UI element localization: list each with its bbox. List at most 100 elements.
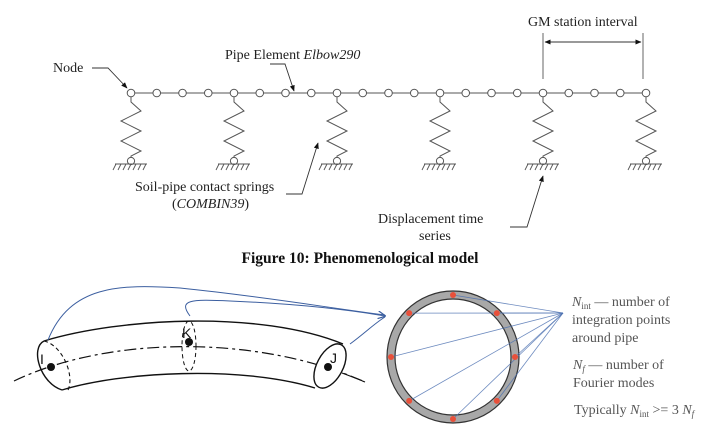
ground-hatch [426,163,431,171]
integration-point [450,292,456,298]
pipe-element-label: Pipe Element Elbow290 [225,48,360,63]
ground-hatch [112,163,117,171]
ground-hatch [132,163,137,171]
integration-point [493,397,500,404]
integration-point [512,354,518,360]
ground-hatch [127,163,132,171]
nf-legend-line1: Nf — number of [572,358,664,374]
nint-legend-line3: around pipe [572,331,638,346]
displacement-label-line1: Displacement time [378,212,483,227]
ground-hatch [529,163,534,171]
pipe-node [152,88,162,98]
pipe-node [306,88,316,98]
pipe-node [538,88,548,98]
integration-point [388,354,394,360]
pipe-node [384,88,393,98]
pipe-node [615,88,625,98]
pipe-node [332,88,342,98]
ground-hatch [318,163,323,171]
tube-top-edge [43,320,344,345]
integration-leader-line [496,312,564,402]
integration-points [388,292,564,422]
integration-point [406,397,413,404]
spring [119,97,143,160]
node-label: Node [53,61,83,76]
ground-hatch [632,163,637,171]
ground-hatch [451,163,456,171]
pipe-node [435,88,445,98]
spring [531,97,555,160]
tube-end-left-back [43,340,71,391]
pipe-node [564,88,574,98]
pipe-nodes [126,88,651,98]
integration-point [406,310,413,317]
pipe-node [512,88,522,98]
node-k-label: K [182,325,192,341]
ground-hatch [544,163,549,171]
springs-label-line2: (COMBIN39) [172,197,249,212]
pipe-node [178,88,187,98]
spring [325,97,349,160]
pipe-node [203,88,213,98]
pipe-node [358,88,368,98]
pipe-outer-edge [386,290,520,424]
integration-leader-line [390,312,564,358]
integration-point [493,310,500,317]
integration-leader-line [452,312,564,420]
centerline-right-tail [341,372,366,383]
tube-end-left-front [36,340,63,391]
nf-legend-line2: Fourier modes [573,376,654,391]
ground-hatch [348,163,353,171]
tube-mid-section [181,320,197,372]
pipe-node [281,88,290,98]
ground-hatch [431,163,436,171]
ground-hatch [534,163,539,171]
link-curve-from-i [47,286,386,341]
node-j-label: J [330,350,337,366]
pipe-inner-edge [394,298,512,416]
ground-hatch [225,163,230,171]
elbow-element-diagram: I K J Nint — number of integration point… [13,286,696,424]
ground-hatch [657,163,662,171]
pipe-node [641,88,651,98]
ground-hatch [524,163,529,171]
integration-leader-line [408,312,564,402]
ground-hatch [240,163,245,171]
phenomenological-model: Node Pipe Element Elbow290 GM station in… [53,15,662,267]
ground-hatch [230,163,235,171]
ground-hatch [441,163,446,171]
ground-hatch [323,163,328,171]
ground-hatch [220,163,225,171]
ground-hatch [446,163,451,171]
ground-hatch [235,163,240,171]
ground-hatch [122,163,127,171]
pipe-node [487,88,496,98]
ground-hatch [554,163,559,171]
spring [634,97,658,160]
nint-legend-line2: integration points [572,313,670,328]
ground-hatch [245,163,250,171]
spring [428,97,452,160]
link-curve-from-k [185,299,385,316]
integration-point [450,416,456,422]
soil-springs [112,97,662,171]
ground-hatch [436,163,441,171]
nint-legend-line1: Nint — number of [571,295,670,311]
pipe-node [255,88,265,98]
ground-hatch [142,163,147,171]
ground-hatch [215,163,220,171]
integration-leader-line [452,294,564,314]
node-i-dot [47,363,55,371]
displacement-label-line2: series [419,229,451,244]
ground-hatch [117,163,122,171]
ground-hatch [627,163,632,171]
ground-hatch [328,163,333,171]
ground-hatch [549,163,554,171]
node-k-dot [185,338,193,346]
node-leader-arrow [92,67,128,89]
ground-hatch [421,163,426,171]
node-j-dot [324,363,332,371]
springs-label-line1: Soil-pipe contact springs [135,180,274,195]
ground-hatch [333,163,338,171]
ground-hatch [637,163,642,171]
